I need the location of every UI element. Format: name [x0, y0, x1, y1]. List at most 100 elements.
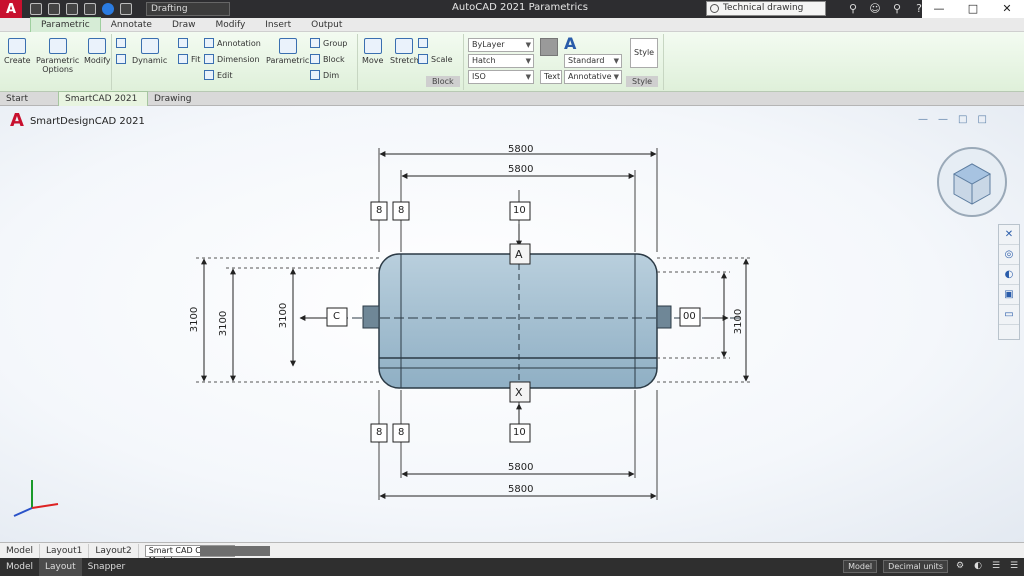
dim-text-left-mid[interactable]: 3100 — [218, 310, 230, 337]
group-button[interactable]: Group — [310, 38, 347, 48]
help-icon[interactable]: ? — [916, 2, 922, 15]
file-tab-drawing[interactable]: Drawing — [154, 93, 192, 104]
viewport-close-icon[interactable]: □ — [977, 114, 987, 125]
tag-bottom-center[interactable]: 10 — [513, 427, 526, 438]
create-icon — [8, 38, 27, 54]
search-value: Technical drawing — [723, 3, 804, 13]
stretch-button[interactable]: Stretch — [390, 38, 419, 65]
tag-top-left-1[interactable]: 8 — [376, 205, 383, 216]
text-select[interactable]: Text — [540, 70, 562, 84]
nav-close-icon[interactable]: ✕ — [999, 225, 1019, 245]
dim-button[interactable]: Dim — [310, 70, 339, 80]
search-input[interactable]: Technical drawing — [706, 1, 826, 16]
tab-parametric[interactable]: Parametric — [30, 17, 101, 32]
dynamic-button[interactable]: Dynamic — [132, 38, 167, 65]
pan-icon[interactable]: ◐ — [999, 265, 1019, 285]
scale-button[interactable]: Scale — [418, 54, 453, 64]
hatch-select[interactable]: Hatch▼ — [468, 54, 534, 68]
plot-icon[interactable] — [84, 3, 96, 15]
marker-right[interactable]: 00 — [683, 311, 696, 322]
app-logo-icon[interactable]: A — [0, 0, 22, 18]
close-button[interactable]: ✕ — [1002, 2, 1012, 15]
annotative-select[interactable]: Annotative▼ — [564, 70, 622, 84]
tag-top-center[interactable]: 10 — [513, 205, 526, 216]
marker-bottom[interactable]: X — [515, 386, 523, 399]
marker-top[interactable]: A — [515, 248, 523, 261]
status-model-box[interactable]: Model — [843, 560, 878, 573]
sign-in-icon[interactable]: ☺ — [869, 2, 881, 15]
minimize-button[interactable]: — — [933, 2, 945, 15]
find-icon[interactable]: ⚲ — [848, 2, 858, 15]
web-icon[interactable] — [102, 3, 114, 15]
tag-bottom-left-1[interactable]: 8 — [376, 427, 383, 438]
text-style-icon[interactable]: A — [564, 34, 577, 53]
status-model[interactable]: Model — [6, 562, 34, 572]
marker-left[interactable]: C — [333, 311, 340, 322]
workspace-select[interactable]: Drafting — [146, 2, 230, 16]
tab-annotate[interactable]: Annotate — [110, 19, 152, 30]
viewport-minimize-icon[interactable]: — — [918, 114, 928, 125]
save-icon[interactable] — [66, 3, 78, 15]
dim-text-top-outer[interactable]: 5800 — [508, 144, 534, 155]
viewport-maximize-icon[interactable]: □ — [958, 114, 968, 125]
titlebar-tools: ⚲ ☺ ⚲ ? — [846, 2, 926, 15]
horizontal-scrollbar[interactable] — [200, 546, 270, 556]
constrain-icon — [178, 38, 188, 48]
undo-icon[interactable] — [120, 3, 132, 15]
dim-text-left-outer[interactable]: 3100 — [189, 306, 201, 333]
circle-button[interactable] — [116, 54, 126, 64]
annotation-button[interactable]: Annotation — [204, 38, 261, 48]
create-button[interactable]: Create — [4, 38, 31, 65]
line-button[interactable] — [116, 38, 126, 48]
tab-draw[interactable]: Draw — [171, 19, 196, 30]
layout-tab-model[interactable]: Model — [0, 543, 41, 558]
tag-bottom-left-2[interactable]: 8 — [398, 427, 405, 438]
status-snapper[interactable]: Snapper — [87, 562, 126, 572]
steering-wheel-icon[interactable]: ◎ — [999, 245, 1019, 265]
drawing-canvas[interactable]: A SmartDesignCAD 2021 — — □ □ — [0, 106, 1024, 542]
file-tab-active[interactable]: SmartCAD 2021 — [58, 90, 148, 107]
menu-icon[interactable]: ☰ — [1009, 560, 1019, 571]
customize-icon[interactable]: ☰ — [991, 560, 1001, 571]
app-title: AutoCAD 2021 Parametrics — [452, 2, 588, 13]
settings-icon[interactable]: ⚙ — [955, 560, 965, 571]
open-file-icon[interactable] — [48, 3, 60, 15]
iso-select[interactable]: ISO▼ — [468, 70, 534, 84]
dimension-button[interactable]: Dimension — [204, 54, 260, 64]
modify-button[interactable]: Modify — [84, 38, 111, 65]
zoom-icon[interactable]: ▣ — [999, 285, 1019, 305]
parametric-frame-button[interactable]: Parametric — [266, 38, 309, 65]
new-file-icon[interactable] — [30, 3, 42, 15]
isolate-icon[interactable]: ◐ — [974, 560, 982, 571]
block-button[interactable]: Block — [310, 54, 345, 64]
file-tab-start[interactable]: Start — [6, 93, 28, 104]
tag-top-left-2[interactable]: 8 — [398, 205, 405, 216]
dim-text-top-inner[interactable]: 5800 — [508, 164, 534, 175]
maximize-button[interactable]: □ — [967, 2, 979, 15]
orbit-icon[interactable]: ▭ — [999, 305, 1019, 325]
dim-text-bottom-outer[interactable]: 5800 — [508, 484, 534, 495]
tab-modify[interactable]: Modify — [215, 19, 246, 30]
rotate-button[interactable] — [418, 38, 428, 48]
tab-output[interactable]: Output — [311, 19, 343, 30]
edit-button[interactable]: Edit — [204, 70, 233, 80]
style-button[interactable]: Style — [630, 38, 658, 68]
dim-text-bottom-inner[interactable]: 5800 — [508, 462, 534, 473]
layout-tab-1[interactable]: Layout1 — [40, 543, 90, 558]
fit-button[interactable]: Fit — [178, 54, 200, 64]
viewport-restore-icon[interactable]: — — [938, 114, 948, 125]
color-swatch[interactable] — [540, 38, 558, 56]
standard-style-select[interactable]: Standard▼ — [564, 54, 622, 68]
dim-text-left-inner[interactable]: 3100 — [278, 302, 290, 329]
drawing-title-text: SmartDesignCAD 2021 — [29, 115, 145, 127]
linetype-select[interactable]: ByLayer▼ — [468, 38, 534, 52]
layout-tab-2[interactable]: Layout2 — [89, 543, 139, 558]
status-layout[interactable]: Layout — [39, 558, 82, 576]
help-search-icon[interactable]: ⚲ — [892, 2, 902, 15]
constrain-button[interactable] — [178, 38, 188, 48]
dim-text-right[interactable]: 3100 — [733, 308, 745, 335]
move-button[interactable]: Move — [362, 38, 383, 65]
status-units-box[interactable]: Decimal units — [883, 560, 948, 573]
tab-insert[interactable]: Insert — [265, 19, 292, 30]
